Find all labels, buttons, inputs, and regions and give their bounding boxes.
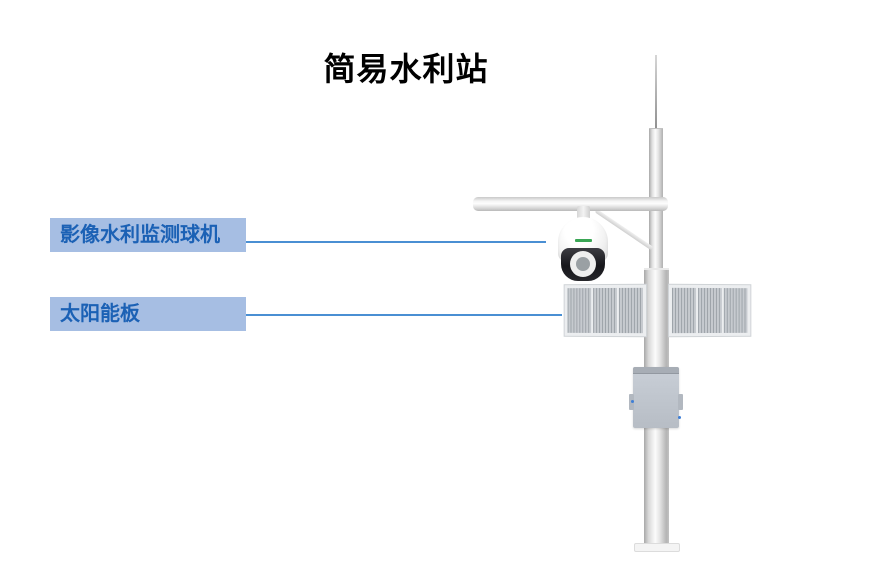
equipment-box — [629, 367, 683, 428]
solar-cell — [567, 288, 592, 333]
callout-solar-text: 太阳能板 — [60, 303, 140, 325]
equipment-box-indicator-right — [678, 416, 681, 419]
solar-cell — [671, 287, 697, 334]
callout-solar-label: 太阳能板 — [50, 297, 246, 331]
solar-cell — [618, 287, 644, 334]
camera-lens — [576, 257, 590, 271]
equipment-box-hinge-right — [678, 394, 683, 410]
camera-arm — [473, 197, 668, 211]
camera-brand-logo — [575, 239, 592, 242]
base-plate — [634, 543, 680, 552]
equipment-box-lid — [633, 367, 679, 374]
callout-camera-text: 影像水利监测球机 — [60, 224, 220, 246]
diagram-title: 简易水利站 — [323, 51, 489, 87]
leader-line-camera — [246, 241, 546, 243]
solar-panel-right — [667, 283, 752, 338]
solar-cell — [698, 287, 722, 334]
solar-cell — [593, 287, 617, 334]
equipment-box-indicator-left — [631, 400, 634, 403]
leader-line-solar — [246, 314, 562, 316]
solar-panel-left — [563, 283, 648, 338]
callout-camera-label: 影像水利监测球机 — [50, 218, 246, 252]
antenna-rod — [655, 55, 657, 130]
solar-cell — [723, 288, 748, 333]
